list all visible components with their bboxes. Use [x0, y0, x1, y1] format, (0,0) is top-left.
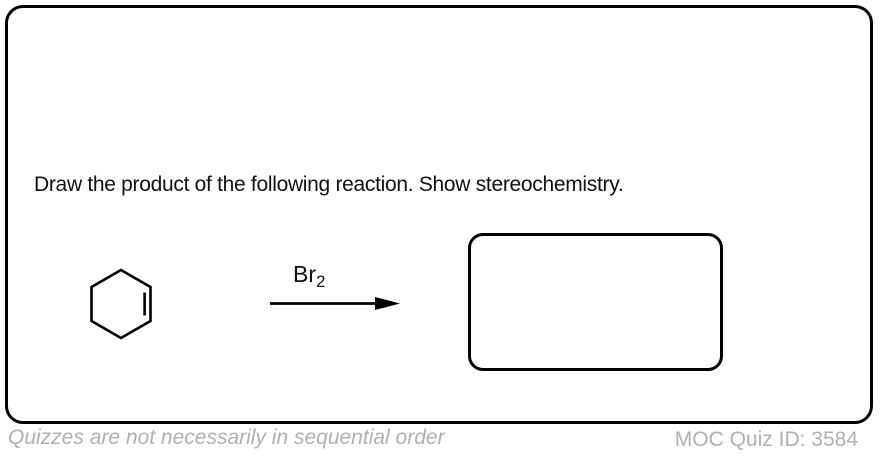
cyclohexene-structure: [90, 268, 152, 340]
reagent-subscript: 2: [316, 272, 326, 291]
quiz-id: MOC Quiz ID: 3584: [674, 428, 858, 451]
reagent-label: Br2: [293, 261, 325, 292]
footer-note: Quizzes are not necessarily in sequentia…: [8, 426, 445, 449]
question-prompt: Draw the product of the following reacti…: [34, 173, 624, 196]
reaction-arrow-icon: [270, 297, 400, 310]
answer-box[interactable]: [468, 233, 723, 371]
question-card: Draw the product of the following reacti…: [5, 5, 873, 424]
reagent-formula: Br: [293, 261, 316, 287]
